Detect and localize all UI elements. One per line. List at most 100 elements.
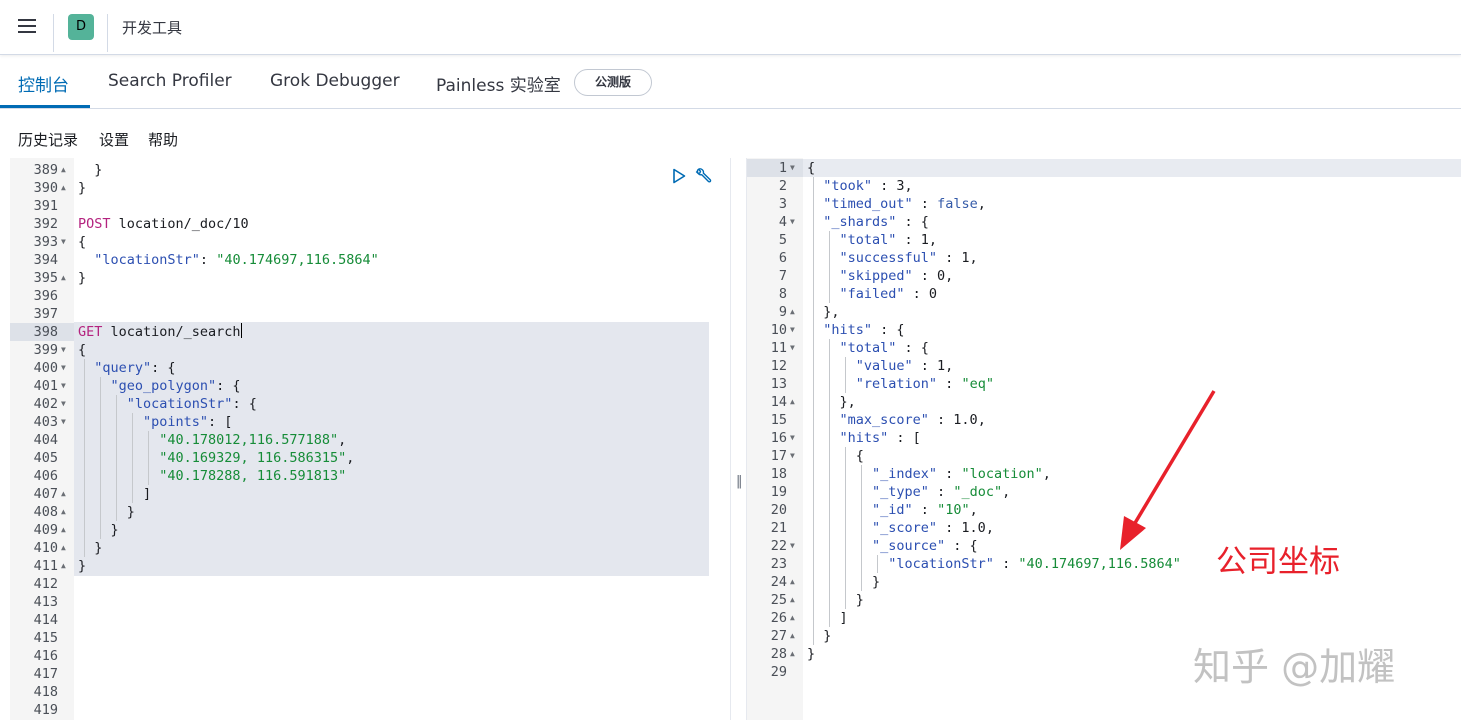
- line-number: 410: [33, 540, 58, 556]
- code-line: ]: [807, 610, 848, 626]
- fold-collapse-icon[interactable]: ▼: [61, 381, 66, 390]
- line-number: 2: [778, 178, 787, 194]
- code-line: "hits" : {: [807, 322, 905, 338]
- line-number: 19: [770, 484, 787, 500]
- active-request-highlight: [74, 322, 709, 576]
- fold-collapse-icon[interactable]: ▼: [61, 363, 66, 372]
- watermark: 知乎 @加耀: [1193, 645, 1396, 689]
- fold-collapse-icon[interactable]: ▼: [790, 541, 795, 550]
- line-number: 403: [33, 414, 58, 430]
- code-line: "geo_polygon": {: [78, 378, 241, 394]
- code-line: GET location/_search: [78, 323, 242, 340]
- active-tab-indicator: [0, 105, 90, 108]
- line-number: 409: [33, 522, 58, 538]
- line-number: 391: [33, 198, 58, 214]
- fold-expand-icon[interactable]: ▲: [790, 397, 795, 406]
- fold-collapse-icon[interactable]: ▼: [61, 345, 66, 354]
- indent-guide: [829, 231, 830, 303]
- console-menu: 历史记录 设置 帮助: [0, 109, 1461, 157]
- line-number: 401: [33, 378, 58, 394]
- fold-expand-icon[interactable]: ▲: [61, 489, 66, 498]
- fold-collapse-icon[interactable]: ▼: [61, 399, 66, 408]
- fold-expand-icon[interactable]: ▲: [790, 307, 795, 316]
- line-number: 16: [770, 430, 787, 446]
- play-icon[interactable]: [672, 168, 686, 184]
- fold-expand-icon[interactable]: ▲: [790, 649, 795, 658]
- code-line: "took" : 3,: [807, 178, 913, 194]
- space-avatar[interactable]: D: [68, 14, 94, 40]
- code-line: ]: [78, 486, 152, 502]
- fold-expand-icon[interactable]: ▲: [790, 577, 795, 586]
- beta-badge: 公测版: [574, 69, 652, 96]
- code-line: "value" : 1,: [807, 358, 954, 374]
- fold-collapse-icon[interactable]: ▼: [61, 417, 66, 426]
- line-number: 389: [33, 162, 58, 178]
- help-link[interactable]: 帮助: [148, 131, 179, 149]
- fold-collapse-icon[interactable]: ▼: [790, 217, 795, 226]
- fold-expand-icon[interactable]: ▲: [61, 507, 66, 516]
- line-number: 405: [33, 450, 58, 466]
- indent-guide: [877, 555, 878, 573]
- tab-search-profiler[interactable]: Search Profiler: [108, 71, 232, 91]
- menu-icon[interactable]: [14, 14, 40, 40]
- code-line: "failed" : 0: [807, 286, 938, 302]
- fold-expand-icon[interactable]: ▲: [61, 165, 66, 174]
- header-divider: [53, 14, 54, 52]
- settings-link[interactable]: 设置: [99, 131, 130, 149]
- fold-expand-icon[interactable]: ▲: [61, 561, 66, 570]
- line-number: 21: [770, 520, 787, 536]
- line-number: 413: [33, 594, 58, 610]
- line-number: 418: [33, 684, 58, 700]
- code-line: {: [78, 342, 87, 358]
- code-line: "_score" : 1.0,: [807, 520, 994, 536]
- indent-guide: [813, 177, 814, 645]
- request-editor-code[interactable]: }}POST location/_doc/10{ "locationStr": …: [74, 158, 730, 720]
- fold-expand-icon[interactable]: ▲: [790, 613, 795, 622]
- history-link[interactable]: 历史记录: [18, 131, 79, 149]
- response-viewer-code: { "took" : 3, "timed_out" : false, "_sha…: [803, 158, 1461, 720]
- wrench-icon[interactable]: [694, 167, 712, 185]
- line-number: 400: [33, 360, 58, 376]
- fold-expand-icon[interactable]: ▲: [790, 595, 795, 604]
- code-line: "locationStr": "40.174697,116.5864": [78, 252, 379, 268]
- fold-expand-icon[interactable]: ▲: [61, 543, 66, 552]
- fold-collapse-icon[interactable]: ▼: [790, 433, 795, 442]
- line-number: 415: [33, 630, 58, 646]
- code-line: }: [78, 522, 119, 538]
- tab-console[interactable]: 控制台: [18, 76, 69, 96]
- fold-collapse-icon[interactable]: ▼: [61, 237, 66, 246]
- fold-expand-icon[interactable]: ▲: [61, 273, 66, 282]
- code-line: }: [78, 270, 87, 286]
- line-number: 396: [33, 288, 58, 304]
- code-line: }: [807, 592, 864, 608]
- tab-grok-debugger[interactable]: Grok Debugger: [270, 71, 400, 91]
- fold-expand-icon[interactable]: ▲: [790, 631, 795, 640]
- line-number: 17: [770, 448, 787, 464]
- code-line: "_index" : "location",: [807, 466, 1051, 482]
- line-number: 23: [770, 556, 787, 572]
- fold-expand-icon[interactable]: ▲: [61, 525, 66, 534]
- indent-guide: [116, 395, 117, 521]
- code-line: "40.169329, 116.586315",: [159, 450, 355, 466]
- fold-collapse-icon[interactable]: ▼: [790, 163, 795, 172]
- code-line: "_type" : "_doc",: [807, 484, 1011, 500]
- fold-collapse-icon[interactable]: ▼: [790, 325, 795, 334]
- code-line: "_id" : "10",: [807, 502, 978, 518]
- line-number: 397: [33, 306, 58, 322]
- fold-expand-icon[interactable]: ▲: [61, 183, 66, 192]
- fold-collapse-icon[interactable]: ▼: [790, 343, 795, 352]
- header-divider: [107, 14, 108, 52]
- code-line: {: [807, 448, 864, 464]
- tab-painless-lab[interactable]: Painless 实验室: [436, 76, 561, 96]
- resize-grip-icon[interactable]: ‖: [736, 474, 743, 489]
- indent-guide: [845, 357, 846, 393]
- line-number: 398: [33, 324, 58, 340]
- code-line: "_shards" : {: [807, 214, 929, 230]
- pane-resizer[interactable]: ‖: [730, 158, 747, 720]
- line-number: 24: [770, 574, 787, 590]
- line-number: 6: [778, 250, 787, 266]
- fold-collapse-icon[interactable]: ▼: [790, 451, 795, 460]
